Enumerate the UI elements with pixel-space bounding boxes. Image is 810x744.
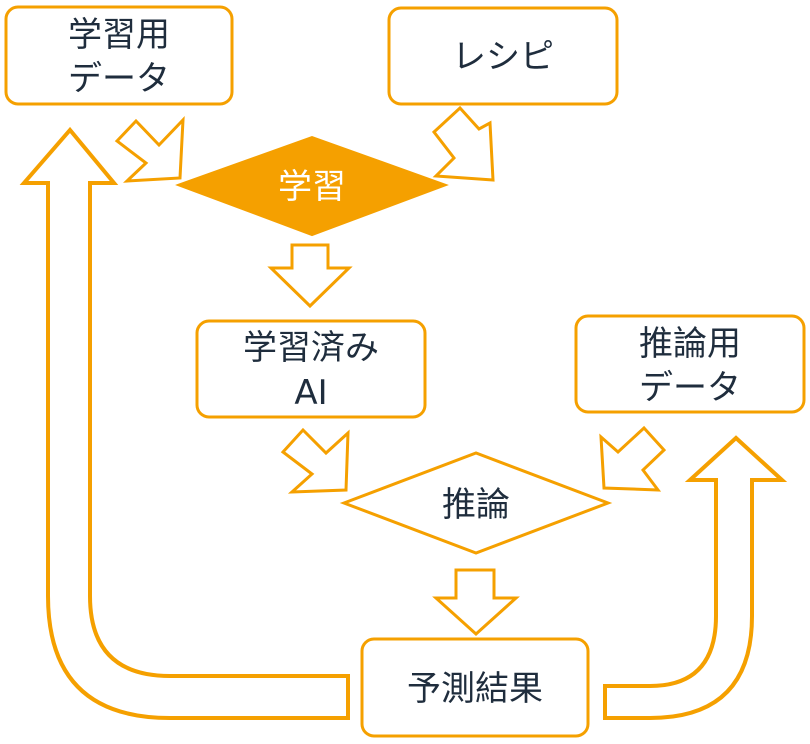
feedback-arrow-to-training-data bbox=[19, 126, 350, 720]
inference-diamond bbox=[339, 451, 613, 555]
arrow-inference-data-to-inference bbox=[599, 425, 667, 492]
trained-ai-label-line1: 学習済み bbox=[243, 328, 379, 368]
prediction-label: 予測結果 bbox=[407, 669, 543, 709]
inference-data-box bbox=[574, 314, 806, 414]
inference-data-label-line2: データ bbox=[639, 368, 741, 408]
arrow-recipe-to-learning bbox=[431, 105, 495, 182]
training-data-label-line1: 学習用 bbox=[68, 15, 170, 55]
trained-ai-label-line2: AI bbox=[294, 373, 327, 413]
feedback-arrow-to-inference-data bbox=[603, 435, 788, 720]
arrow-trained-ai-to-inference bbox=[280, 427, 350, 494]
inference-label: 推論 bbox=[442, 485, 510, 525]
trained-ai-box bbox=[195, 319, 427, 419]
arrow-learning-to-trained-ai bbox=[267, 243, 353, 309]
inference-data-label-line1: 推論用 bbox=[639, 324, 741, 364]
recipe-box bbox=[387, 6, 619, 106]
prediction-box bbox=[360, 637, 590, 738]
learning-diamond bbox=[175, 135, 449, 237]
arrow-inference-to-prediction bbox=[432, 568, 520, 637]
training-data-label-line2: データ bbox=[68, 59, 170, 99]
learning-label: 学習 bbox=[278, 167, 346, 207]
arrow-training-data-to-learning bbox=[114, 116, 185, 183]
training-data-box bbox=[4, 5, 234, 106]
recipe-label: レシピ bbox=[452, 37, 554, 77]
